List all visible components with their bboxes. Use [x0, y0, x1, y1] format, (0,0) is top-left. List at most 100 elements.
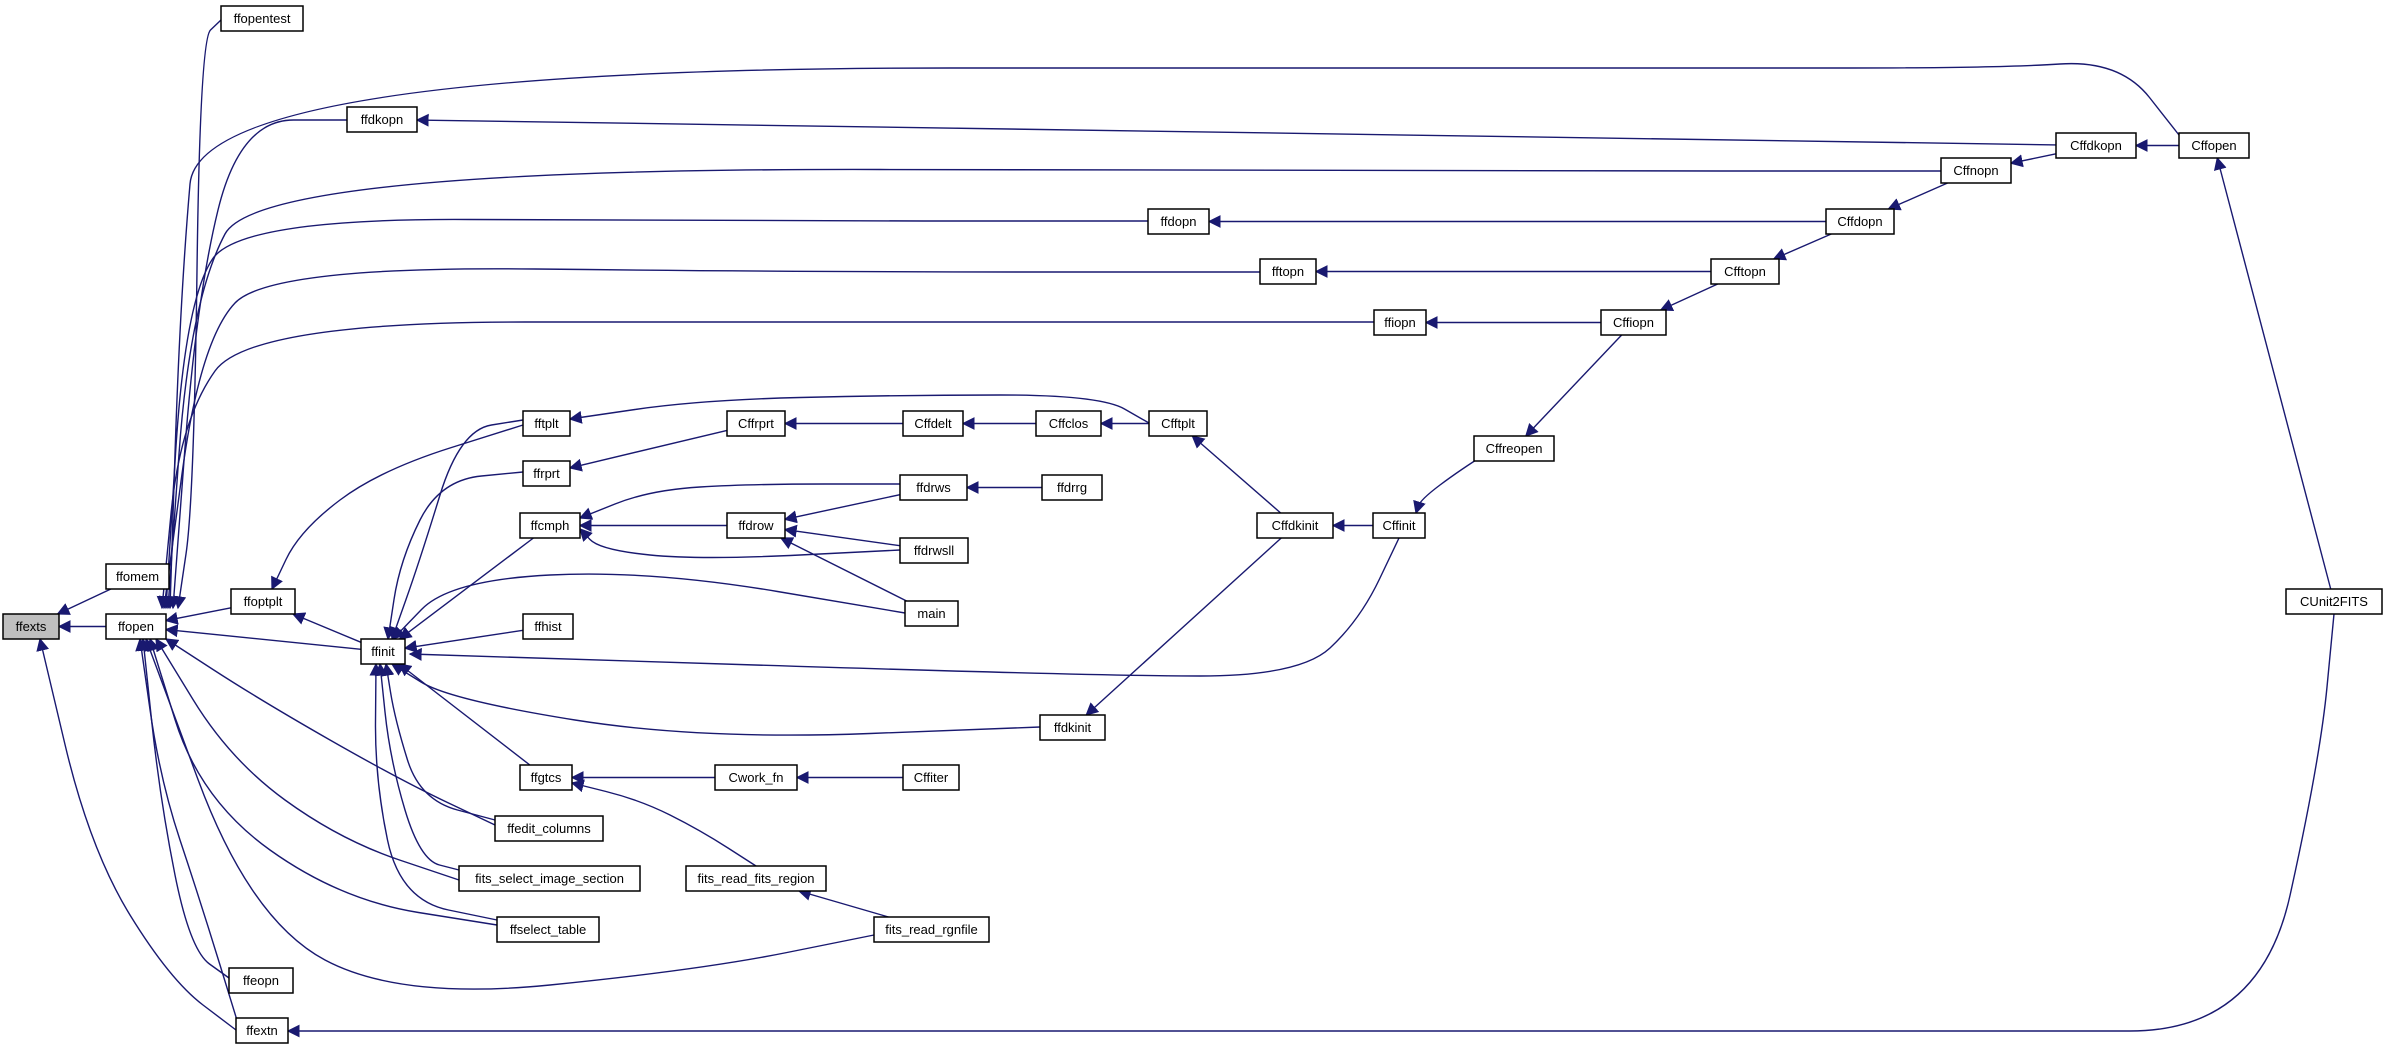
- node-label: ffdopn: [1161, 214, 1197, 229]
- node-ffdkopn[interactable]: ffdkopn: [346, 106, 418, 133]
- node-Cffiopn[interactable]: Cffiopn: [1600, 309, 1667, 336]
- node-box: [1259, 258, 1317, 285]
- node-ffexts[interactable]: ffexts: [2, 613, 60, 640]
- edge-ffinit-to-ffopen: [164, 624, 362, 650]
- node-Cffnopn[interactable]: Cffnopn: [1940, 157, 2012, 184]
- node-ffedit_columns[interactable]: ffedit_columns: [494, 815, 604, 842]
- node-ffinit[interactable]: ffinit: [360, 638, 406, 665]
- edge-ffdkopn-to-ffopen: [167, 119, 347, 610]
- node-label: ffdrws: [916, 480, 951, 495]
- edge-Cffinit-to-ffinit: [408, 537, 1400, 677]
- node-Cffiter[interactable]: Cffiter: [902, 764, 960, 791]
- node-box: [220, 5, 304, 32]
- edge-main-to-ffinit: [392, 573, 906, 640]
- node-ffeopn[interactable]: ffeopn: [228, 967, 294, 994]
- node-fftplt[interactable]: fftplt: [522, 410, 571, 437]
- node-Cffinit[interactable]: Cffinit: [1372, 512, 1426, 539]
- node-ffcmph[interactable]: ffcmph: [519, 512, 581, 539]
- node-box: [522, 613, 574, 640]
- call-edges: [36, 19, 2335, 1038]
- edge-Cfftopn-to-Cffiopn: [1659, 283, 1718, 312]
- node-CUnit2FITS[interactable]: CUnit2FITS: [2285, 588, 2383, 615]
- node-label: fftopn: [1272, 264, 1304, 279]
- node-box: [228, 967, 294, 994]
- edge-fits_read_fits_region-to-ffgtcs: [570, 779, 757, 867]
- node-box: [522, 410, 571, 437]
- node-box: [496, 916, 600, 943]
- node-label: Cffclos: [1049, 416, 1089, 431]
- edge-fits_select_image_section-to-ffopen: [155, 637, 460, 881]
- edge-ffselect_table-to-ffinit: [369, 662, 498, 921]
- node-Cffdkinit[interactable]: Cffdkinit: [1256, 512, 1334, 539]
- edge-Cffdkopn-to-Cffnopn: [2009, 153, 2057, 168]
- node-label: CUnit2FITS: [2300, 594, 2368, 609]
- node-Cwork_fn[interactable]: Cwork_fn: [714, 764, 798, 791]
- node-label: Cfftplt: [1161, 416, 1195, 431]
- edge-CUnit2FITS-to-Cffopen: [2213, 156, 2332, 590]
- node-Cffrprt[interactable]: Cffrprt: [726, 410, 786, 437]
- node-label: ffopentest: [234, 11, 291, 26]
- edge-ffdkinit-to-ffinit: [390, 663, 1041, 736]
- node-ffdrrg[interactable]: ffdrrg: [1041, 474, 1103, 501]
- node-box: [1147, 208, 1210, 235]
- node-fits_read_rgnfile[interactable]: fits_read_rgnfile: [873, 916, 990, 943]
- node-main[interactable]: main: [904, 600, 959, 627]
- node-box: [105, 613, 167, 640]
- node-fftopn[interactable]: fftopn: [1259, 258, 1317, 285]
- node-label: ffoptplt: [244, 594, 283, 609]
- node-Cffclos[interactable]: Cffclos: [1035, 410, 1102, 437]
- node-Cffdopn[interactable]: Cffdopn: [1825, 208, 1895, 235]
- node-fits_select_image_section[interactable]: fits_select_image_section: [458, 865, 641, 892]
- node-label: ffdkopn: [361, 112, 403, 127]
- node-ffdkinit[interactable]: ffdkinit: [1039, 714, 1106, 741]
- node-box: [1039, 714, 1106, 741]
- node-ffdopn[interactable]: ffdopn: [1147, 208, 1210, 235]
- edge-ffdrwsll-to-ffcmph: [579, 528, 901, 559]
- node-ffextn[interactable]: ffextn: [235, 1017, 289, 1044]
- node-ffopentest[interactable]: ffopentest: [220, 5, 304, 32]
- node-box: [1041, 474, 1103, 501]
- node-ffhist[interactable]: ffhist: [522, 613, 574, 640]
- node-Cffopen[interactable]: Cffopen: [2178, 132, 2250, 159]
- edge-ffcmph-to-ffinit: [398, 537, 534, 640]
- node-ffiopn[interactable]: ffiopn: [1373, 309, 1427, 336]
- function-nodes: ffexts ffomem ffopen ffopentest ffdkopn ffopt…: [2, 5, 2383, 1044]
- node-box: [235, 1017, 289, 1044]
- edge-ffextn-to-ffexts: [36, 637, 237, 1031]
- edge-CUnit2FITS-to-ffextn: [286, 613, 2335, 1038]
- node-Cfftopn[interactable]: Cfftopn: [1710, 258, 1780, 285]
- node-label: Cffdelt: [914, 416, 952, 431]
- node-box: [2, 613, 60, 640]
- node-ffdrwsll[interactable]: ffdrwsll: [899, 537, 969, 564]
- edge-fftplt-to-ffoptplt: [271, 424, 524, 591]
- node-label: ffeopn: [243, 973, 279, 988]
- node-label: ffextn: [246, 1023, 278, 1038]
- node-ffomem[interactable]: ffomem: [105, 563, 170, 590]
- node-label: Cffinit: [1383, 518, 1416, 533]
- node-Cfftplt[interactable]: Cfftplt: [1148, 410, 1208, 437]
- edge-ffedit_columns-to-ffinit: [381, 662, 496, 821]
- node-box: [726, 512, 786, 539]
- node-box: [902, 764, 960, 791]
- edge-fits_read_rgnfile-to-fits_read_fits_region: [797, 888, 889, 918]
- node-box: [2285, 588, 2383, 615]
- node-ffrprt[interactable]: ffrprt: [522, 460, 571, 487]
- node-ffselect_table[interactable]: ffselect_table: [496, 916, 600, 943]
- node-label: main: [917, 606, 945, 621]
- node-ffopen[interactable]: ffopen: [105, 613, 167, 640]
- node-ffgtcs[interactable]: ffgtcs: [519, 764, 573, 791]
- node-Cffdelt[interactable]: Cffdelt: [902, 410, 964, 437]
- edge-ffinit-to-ffoptplt: [291, 612, 362, 643]
- edge-main-to-ffdrow: [779, 537, 907, 602]
- node-fits_read_fits_region[interactable]: fits_read_fits_region: [685, 865, 827, 892]
- node-box: [714, 764, 798, 791]
- node-Cffdkopn[interactable]: Cffdkopn: [2055, 132, 2137, 159]
- node-ffdrow[interactable]: ffdrow: [726, 512, 786, 539]
- node-Cffreopen[interactable]: Cffreopen: [1473, 435, 1555, 462]
- node-ffoptplt[interactable]: ffoptplt: [230, 588, 296, 615]
- node-ffdrws[interactable]: ffdrws: [899, 474, 968, 501]
- edge-Cffdkopn-to-ffdkopn: [415, 113, 2057, 146]
- node-label: ffiopn: [1384, 315, 1416, 330]
- edge-ffrprt-to-ffinit: [383, 471, 524, 641]
